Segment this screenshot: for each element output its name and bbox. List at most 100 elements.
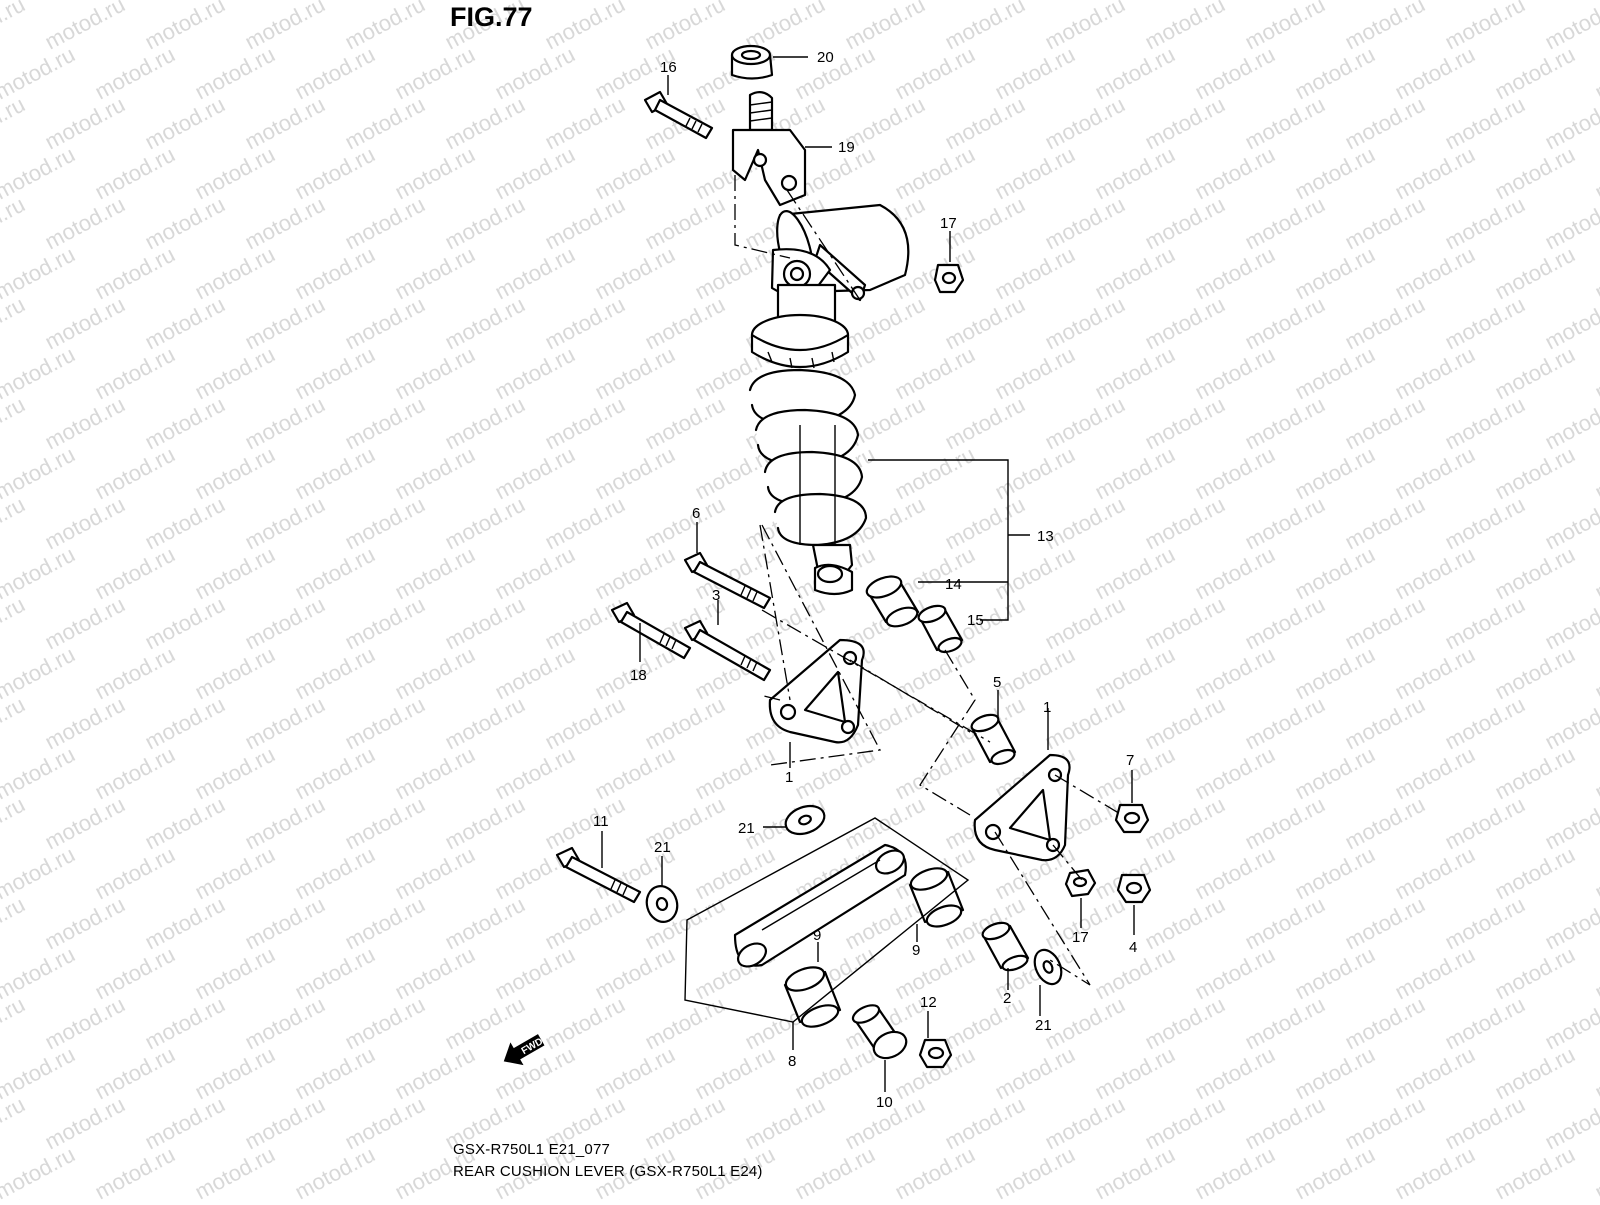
watermark-text: motod.ru xyxy=(191,742,279,805)
watermark-text: motod.ru xyxy=(1041,992,1129,1055)
washer-21-upper xyxy=(784,804,826,836)
watermark-text: motod.ru xyxy=(1191,1042,1279,1105)
watermark-text: motod.ru xyxy=(591,242,679,305)
watermark-text: motod.ru xyxy=(1191,642,1279,705)
watermark-text: motod.ru xyxy=(991,42,1079,105)
watermark-text: motod.ru xyxy=(1441,392,1529,455)
watermark-text: motod.ru xyxy=(1041,1092,1129,1155)
watermark-text: motod.ru xyxy=(1391,1042,1479,1105)
watermark-text: motod.ru xyxy=(191,42,279,105)
watermark-text: motod.ru xyxy=(1241,792,1329,855)
watermark-text: motod.ru xyxy=(641,1192,729,1200)
rod-8 xyxy=(733,843,907,968)
watermark-text: motod.ru xyxy=(641,292,729,355)
callout-11: 11 xyxy=(593,813,609,830)
watermark-text: motod.ru xyxy=(1141,0,1229,54)
callout-18: 18 xyxy=(630,667,647,684)
watermark-text: motod.ru xyxy=(1241,92,1329,155)
watermark-text: motod.ru xyxy=(1591,642,1600,705)
watermark-text: motod.ru xyxy=(1291,542,1379,605)
nut-20 xyxy=(730,44,774,80)
watermark-text: motod.ru xyxy=(891,1142,979,1200)
watermark-text: motod.ru xyxy=(191,542,279,605)
watermark-text: motod.ru xyxy=(141,592,229,655)
watermark-text: motod.ru xyxy=(441,92,529,155)
watermark-text: motod.ru xyxy=(1341,292,1429,355)
collar-15 xyxy=(917,604,964,654)
watermark-text: motod.ru xyxy=(1191,242,1279,305)
watermark-text: motod.ru xyxy=(291,342,379,405)
watermark-text: motod.ru xyxy=(991,442,1079,505)
watermark-text: motod.ru xyxy=(591,542,679,605)
watermark-text: motod.ru xyxy=(491,142,579,205)
watermark-text: motod.ru xyxy=(1091,242,1179,305)
watermark-text: motod.ru xyxy=(391,642,479,705)
watermark-text: motod.ru xyxy=(0,892,29,955)
watermark-text: motod.ru xyxy=(1141,1092,1229,1155)
watermark-text: motod.ru xyxy=(241,792,329,855)
callout-6: 6 xyxy=(692,505,700,522)
watermark-text: motod.ru xyxy=(1041,492,1129,555)
watermark-text: motod.ru xyxy=(1441,92,1529,155)
watermark-text: motod.ru xyxy=(341,392,429,455)
watermark-text: motod.ru xyxy=(441,1192,529,1200)
watermark-text: motod.ru xyxy=(1391,442,1479,505)
watermark-text: motod.ru xyxy=(1591,42,1600,105)
watermark-text: motod.ru xyxy=(1541,692,1600,755)
watermark-text: motod.ru xyxy=(191,1142,279,1200)
watermark-text: motod.ru xyxy=(0,792,29,855)
watermark-text: motod.ru xyxy=(241,292,329,355)
watermark-text: motod.ru xyxy=(1591,1042,1600,1105)
watermark-text: motod.ru xyxy=(1541,92,1600,155)
watermark-text: motod.ru xyxy=(441,492,529,555)
watermark-text: motod.ru xyxy=(441,892,529,955)
watermark-text: motod.ru xyxy=(1441,792,1529,855)
watermark-text: motod.ru xyxy=(1541,0,1600,54)
watermark-text: motod.ru xyxy=(1491,442,1579,505)
watermark-text: motod.ru xyxy=(491,542,579,605)
watermark-text: motod.ru xyxy=(441,392,529,455)
watermark-text: motod.ru xyxy=(341,1092,429,1155)
watermark-text: motod.ru xyxy=(541,92,629,155)
watermark-text: motod.ru xyxy=(1091,442,1179,505)
watermark-text: motod.ru xyxy=(241,392,329,455)
watermark-text: motod.ru xyxy=(1041,392,1129,455)
watermark-text: motod.ru xyxy=(191,1042,279,1105)
watermark-text: motod.ru xyxy=(1491,1142,1579,1200)
callout-21-left: 21 xyxy=(654,839,671,856)
watermark-text: motod.ru xyxy=(391,42,479,105)
watermark-text: motod.ru xyxy=(1141,492,1229,555)
watermark-text: motod.ru xyxy=(491,742,579,805)
watermark-text: motod.ru xyxy=(1141,992,1229,1055)
watermark-text: motod.ru xyxy=(1191,342,1279,405)
callout-19: 19 xyxy=(838,139,855,156)
collar-2 xyxy=(981,921,1030,972)
watermark-text: motod.ru xyxy=(541,892,629,955)
watermark-text: motod.ru xyxy=(41,592,129,655)
watermark-text: motod.ru xyxy=(0,1092,29,1155)
watermark-text: motod.ru xyxy=(1141,1192,1229,1200)
watermark-text: motod.ru xyxy=(1141,292,1229,355)
bracket-1-upper xyxy=(768,638,865,744)
watermark-text: motod.ru xyxy=(341,792,429,855)
fwd-label: FWD xyxy=(520,1036,545,1057)
watermark-text: motod.ru xyxy=(41,0,129,54)
callout-2: 2 xyxy=(1003,990,1011,1007)
watermark-text: motod.ru xyxy=(1341,0,1429,54)
watermark-text: motod.ru xyxy=(1491,242,1579,305)
watermark-text: motod.ru xyxy=(241,592,329,655)
watermark-text: motod.ru xyxy=(491,342,579,405)
watermark-text: motod.ru xyxy=(1591,1142,1600,1200)
watermark-text: motod.ru xyxy=(191,942,279,1005)
watermark-text: motod.ru xyxy=(841,292,929,355)
watermark-text: motod.ru xyxy=(0,592,29,655)
bushing-14 xyxy=(865,575,920,628)
callout-17-upper: 17 xyxy=(940,215,957,232)
watermark-text: motod.ru xyxy=(1591,342,1600,405)
watermark-text: motod.ru xyxy=(241,1092,329,1155)
watermark-text: motod.ru xyxy=(291,542,379,605)
watermark-text: motod.ru xyxy=(1141,392,1229,455)
watermark-text: motod.ru xyxy=(591,342,679,405)
watermark-text: motod.ru xyxy=(1041,192,1129,255)
